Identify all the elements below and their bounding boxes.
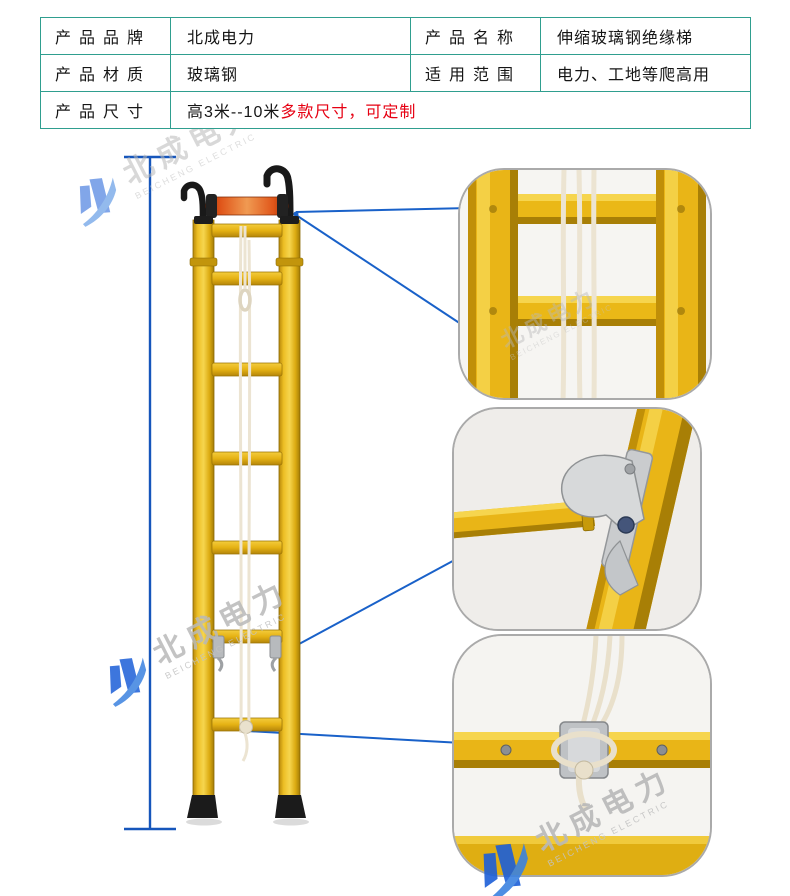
- spec-value-size: 高3米--10米多款尺寸，可定制: [170, 91, 751, 129]
- detail-rope-photo: [454, 636, 710, 875]
- spec-label-usage: 适用范围: [410, 54, 541, 92]
- spec-label-name: 产品名称: [410, 17, 541, 55]
- detail-panel-locking-hook: [452, 407, 702, 631]
- left-foot-graphic: [187, 795, 218, 818]
- lower-rung-graphic: [454, 836, 710, 875]
- rung-graphic: [489, 194, 685, 326]
- spec-label-material: 产品材质: [40, 54, 171, 92]
- table-row: 产品尺寸 高3米--10米多款尺寸，可定制: [40, 91, 751, 129]
- spec-value-brand: 北成电力: [170, 17, 411, 55]
- spec-value-material: 玻璃钢: [170, 54, 411, 92]
- right-foot-graphic: [275, 795, 306, 818]
- right-hook-graphic: [263, 165, 294, 226]
- spec-label-brand: 产品品牌: [40, 17, 171, 55]
- left-rail-graphic: [192, 219, 215, 798]
- height-measure-line: [124, 155, 176, 831]
- detail-latch-photo: [454, 409, 700, 629]
- detail-panel-rope-pulley: [452, 634, 712, 877]
- table-row: 产品材质 玻璃钢 适用范围 电力、工地等爬高用: [40, 54, 751, 92]
- right-rail-graphic: [278, 219, 301, 798]
- spec-value-name: 伸缩玻璃钢绝缘梯: [540, 17, 751, 55]
- detail-top-photo: [460, 170, 710, 398]
- left-hook-graphic: [180, 181, 207, 228]
- product-spec-table: 产品品牌 北成电力 产品名称 伸缩玻璃钢绝缘梯 产品材质 玻璃钢 适用范围 电力…: [40, 17, 751, 129]
- latch-hooks-graphic: [212, 635, 282, 672]
- size-text: 高3米--10米: [187, 104, 281, 121]
- rope-graphic: [560, 170, 597, 398]
- spec-value-usage: 电力、工地等爬高用: [540, 54, 751, 92]
- ladder-illustration: [180, 165, 309, 826]
- detail-panel-top-section: [458, 168, 712, 400]
- rail-graphic: [468, 170, 706, 398]
- top-handle-graphic: [205, 196, 289, 216]
- spec-label-size: 产品尺寸: [40, 91, 171, 129]
- latch-hook-graphic: [561, 454, 645, 596]
- size-text-highlight: 多款尺寸，可定制: [280, 104, 417, 121]
- table-row: 产品品牌 北成电力 产品名称 伸缩玻璃钢绝缘梯: [40, 17, 751, 55]
